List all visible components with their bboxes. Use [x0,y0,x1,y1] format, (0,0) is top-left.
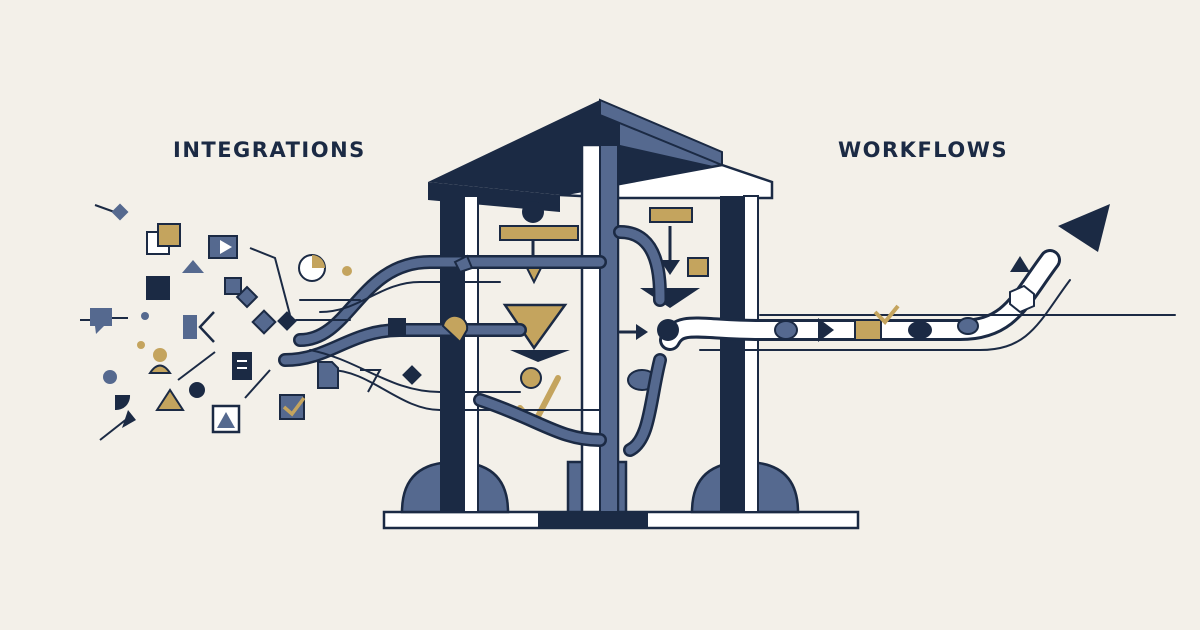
dot-icon [522,201,544,223]
integrations-label: INTEGRATIONS [173,138,366,162]
person-icon [153,348,167,362]
chat-bubble-icon [90,308,112,326]
envelope-icon [854,319,882,341]
triangle-icon [155,388,185,411]
check-icon [873,304,900,325]
cube-icon [1009,284,1035,314]
square-icon [146,276,170,300]
workflow-tokens [774,204,1110,342]
machine-pillars [440,143,759,514]
square-icon [388,318,406,336]
triangle-icon [1010,256,1030,272]
inbound-pipes [278,255,607,447]
play-icon [220,240,232,254]
document-icon [232,352,252,380]
workflows-label: WORKFLOWS [838,138,1009,162]
triangle-icon [182,260,204,273]
play-icon [818,318,834,342]
dot-icon [189,382,205,398]
scattered-integration-icons [80,203,474,441]
dot-icon [342,266,352,276]
arrow-up-right-icon [1058,204,1110,252]
diamond-icon [111,203,129,221]
document-icon [317,361,339,389]
